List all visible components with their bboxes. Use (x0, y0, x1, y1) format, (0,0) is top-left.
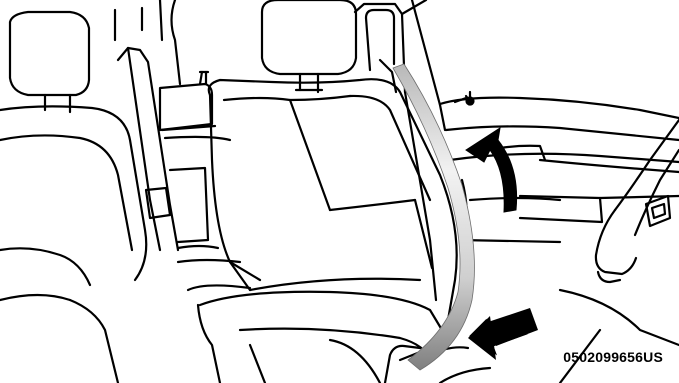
door-panel (440, 92, 679, 242)
steering-column (560, 120, 679, 383)
front-headrest (262, 0, 356, 92)
front-cushion (188, 285, 445, 383)
figure-caption: 0502099656US (563, 349, 663, 365)
rear-left-seat (0, 12, 146, 383)
straight-arrow-shaft (488, 308, 538, 346)
rear-bench (160, 0, 240, 262)
seatbelt-webbing (393, 64, 474, 370)
right-pillar (355, 0, 445, 300)
